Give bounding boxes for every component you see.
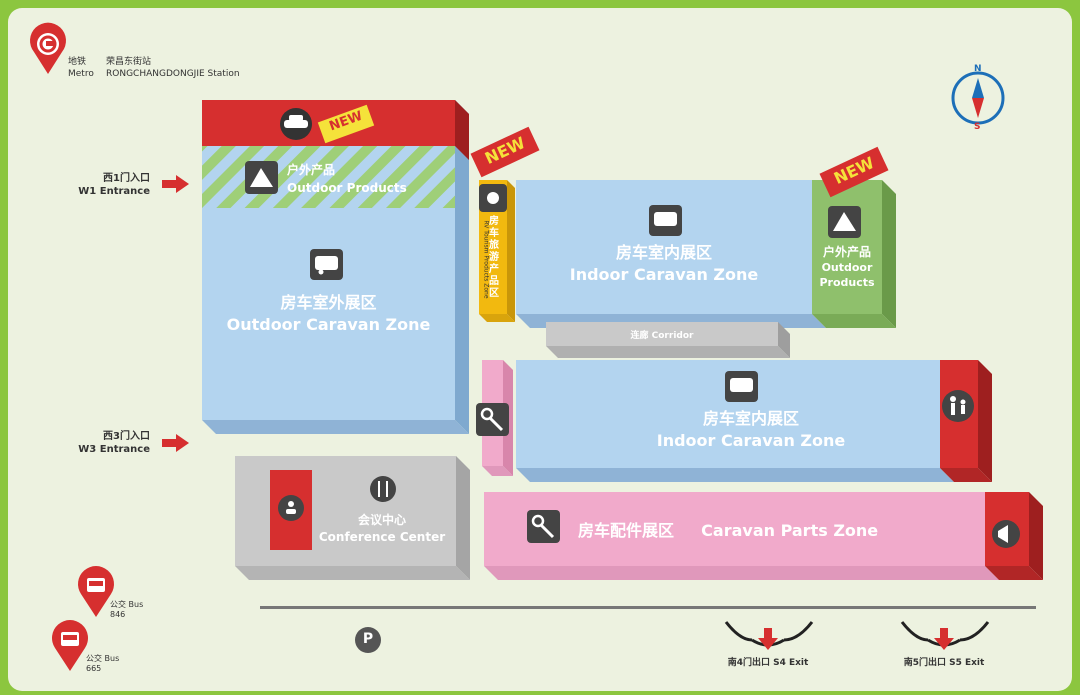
outdoor-products-top-cn: 户外产品 xyxy=(287,163,336,177)
outdoor-products-top-en: Outdoor Products xyxy=(287,181,407,195)
caravan-icon-indoor-bottom xyxy=(725,371,758,402)
tent-icon-top xyxy=(245,161,278,194)
metro-label-en: Metro xyxy=(68,69,94,79)
conference-cn: 会议中心 xyxy=(357,513,406,527)
bus-846-label: 公交 Bus 846 xyxy=(110,600,143,620)
s5-exit-icon xyxy=(900,621,990,650)
tent-icon-right xyxy=(828,206,861,238)
w1-entrance-en: W1 Entrance xyxy=(78,186,150,197)
bus-846-number: 846 xyxy=(110,610,126,619)
indoor-caravan-bottom-cn: 房车室内展区 xyxy=(702,409,799,428)
bus-665-label: 公交 Bus 665 xyxy=(86,654,119,674)
corridor-block xyxy=(546,322,790,358)
metro-label: 地铁 Metro xyxy=(68,56,94,80)
road-line xyxy=(260,606,1036,609)
metro-label-cn: 地铁 xyxy=(68,57,87,67)
car-icon xyxy=(280,108,312,140)
outdoor-products-right-cn: 户外产品 xyxy=(822,245,871,259)
caravan-parts-label: 房车配件展区 Caravan Parts Zone xyxy=(578,517,878,541)
bus-icon-846 xyxy=(77,566,114,617)
caravan-icon-indoor-top xyxy=(649,205,682,236)
metro-station-en: RONGCHANGDONGJIE Station xyxy=(106,69,240,79)
outdoor-products-top-label: 户外产品 Outdoor Products xyxy=(287,161,407,197)
outdoor-caravan-block xyxy=(202,100,469,434)
indoor-caravan-bottom-label: 房车室内展区 Indoor Caravan Zone xyxy=(516,408,986,452)
indoor-caravan-bottom-block xyxy=(516,360,992,482)
new-badge-2 xyxy=(470,126,540,178)
conference-label: 会议中心 Conference Center xyxy=(312,512,452,546)
bus-846-type: 公交 Bus xyxy=(110,600,144,609)
rv-tourism-label-cn: 房车旅游产品区 xyxy=(489,216,499,299)
caravan-parts-en: Caravan Parts Zone xyxy=(701,521,879,540)
compass-south: S xyxy=(974,122,981,132)
tools-icon-pink xyxy=(476,403,509,436)
compass-north: N xyxy=(974,64,982,74)
indoor-caravan-top-label: 房车室内展区 Indoor Caravan Zone xyxy=(516,242,812,286)
w1-entrance-cn: 西1门入口 xyxy=(103,173,150,184)
s5-exit-label: 南5门出口 S5 Exit xyxy=(903,658,985,668)
bus-icon-665 xyxy=(51,620,88,671)
outdoor-products-right-block xyxy=(812,180,896,328)
corridor-label: 连廊 Corridor xyxy=(630,331,694,341)
megaphone-icon xyxy=(992,520,1020,548)
w3-entrance-en: W3 Entrance xyxy=(78,444,150,455)
indoor-caravan-top-en: Indoor Caravan Zone xyxy=(569,265,759,284)
w3-entrance-cn: 西3门入口 xyxy=(103,431,150,442)
compass-icon xyxy=(951,71,1005,125)
tools-icon-parts xyxy=(527,510,560,543)
caravan-icon-outdoor xyxy=(310,249,343,280)
conference-en: Conference Center xyxy=(318,530,446,544)
w1-entrance-arrow-icon xyxy=(162,175,189,193)
new-badge-1 xyxy=(317,104,375,144)
bus-665-number: 665 xyxy=(86,664,102,673)
w3-entrance-arrow-icon xyxy=(162,434,189,452)
rv-tourism-label-en: RV Tourism Products Zone xyxy=(482,220,490,299)
new-badge-3 xyxy=(819,146,889,198)
metro-icon xyxy=(30,22,67,74)
people-icon xyxy=(278,495,304,521)
outdoor-caravan-en: Outdoor Caravan Zone xyxy=(226,315,431,334)
caravan-parts-block xyxy=(484,492,1043,580)
parking-label: P xyxy=(362,631,374,647)
indoor-caravan-bottom-en: Indoor Caravan Zone xyxy=(656,431,846,450)
parking-icon xyxy=(355,627,381,653)
metro-station: 荣昌东街站 RONGCHANGDONGJIE Station xyxy=(106,56,240,80)
metro-station-cn: 荣昌东街站 xyxy=(106,57,152,67)
outdoor-products-right-label: 户外产品 Outdoor Products xyxy=(812,244,882,290)
indoor-caravan-top-cn: 房车室内展区 xyxy=(615,243,712,262)
caravan-parts-cn: 房车配件展区 xyxy=(578,521,675,540)
conference-block xyxy=(235,456,470,580)
bus-665-type: 公交 Bus xyxy=(86,654,120,663)
family-icon xyxy=(942,390,974,422)
w3-entrance-label: 西3门入口 W3 Entrance xyxy=(60,430,150,456)
outdoor-caravan-cn: 房车室外展区 xyxy=(280,293,377,312)
dining-icon xyxy=(370,476,396,502)
sun-icon xyxy=(479,184,507,212)
outdoor-products-right-en: Outdoor Products xyxy=(819,261,875,289)
w1-entrance-label: 西1门入口 W1 Entrance xyxy=(60,172,150,198)
outdoor-caravan-label: 房车室外展区 Outdoor Caravan Zone xyxy=(202,292,455,336)
s4-exit-label: 南4门出口 S4 Exit xyxy=(727,658,809,668)
s4-exit-icon xyxy=(724,621,814,650)
